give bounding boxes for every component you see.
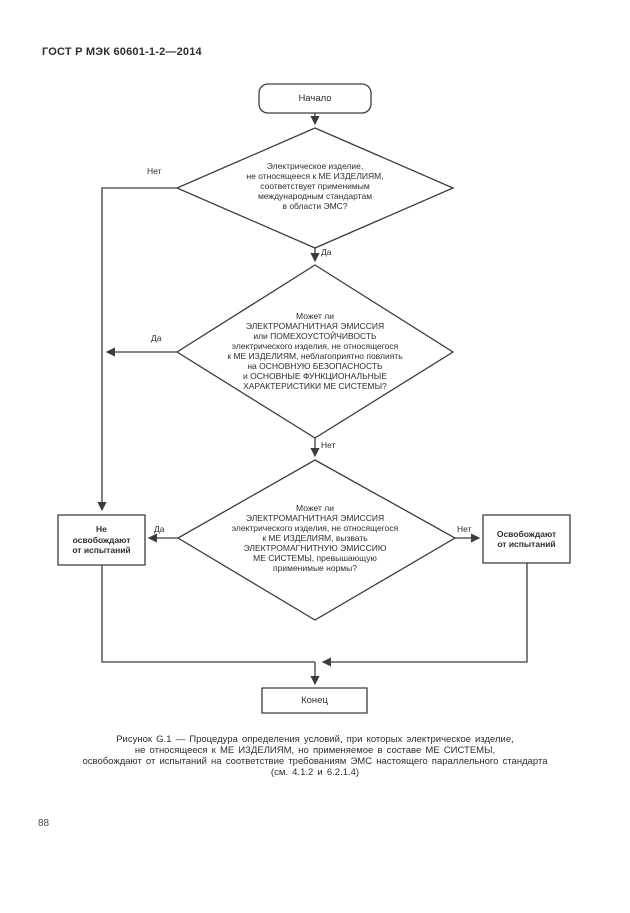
- figure-caption: Рисунок G.1 — Процедура определения усло…: [82, 734, 548, 778]
- exempt-box-shape: [483, 515, 570, 563]
- merge-line-left: [102, 565, 315, 662]
- decision3-no-label: Нет: [457, 524, 472, 534]
- exempt-box-label: Освобождают от испытаний: [496, 528, 557, 550]
- decision1-text: Электрическое изделие, не относящееся к …: [246, 161, 384, 211]
- not-exempt-box-label: Не освобождают от испытаний: [72, 524, 131, 556]
- end-node-shape: [262, 688, 367, 713]
- decision2-no-label: Нет: [321, 440, 336, 450]
- decision1-no-label: Нет: [147, 166, 162, 176]
- start-node-label: Начало: [298, 93, 332, 104]
- decision3-diamond: [178, 460, 455, 620]
- document-header: ГОСТ Р МЭК 60601-1-2—2014: [42, 46, 202, 58]
- decision3-yes-label: Да: [154, 524, 165, 534]
- page-number: 88: [38, 818, 50, 829]
- decision2-yes-label: Да: [151, 333, 162, 343]
- decision1-yes-label: Да: [321, 247, 332, 257]
- decision1-no-line: [97, 188, 177, 512]
- end-node-label: Конец: [301, 695, 328, 706]
- not-exempt-box-shape: [58, 515, 145, 565]
- merge-line-right: [321, 563, 527, 667]
- decision2-text: Может ли ЭЛЕКТРОМАГНИТНАЯ ЭМИССИЯ или ПО…: [227, 311, 403, 391]
- decision3-text: Может ли ЭЛЕКТРОМАГНИТНАЯ ЭМИССИЯ электр…: [231, 503, 399, 573]
